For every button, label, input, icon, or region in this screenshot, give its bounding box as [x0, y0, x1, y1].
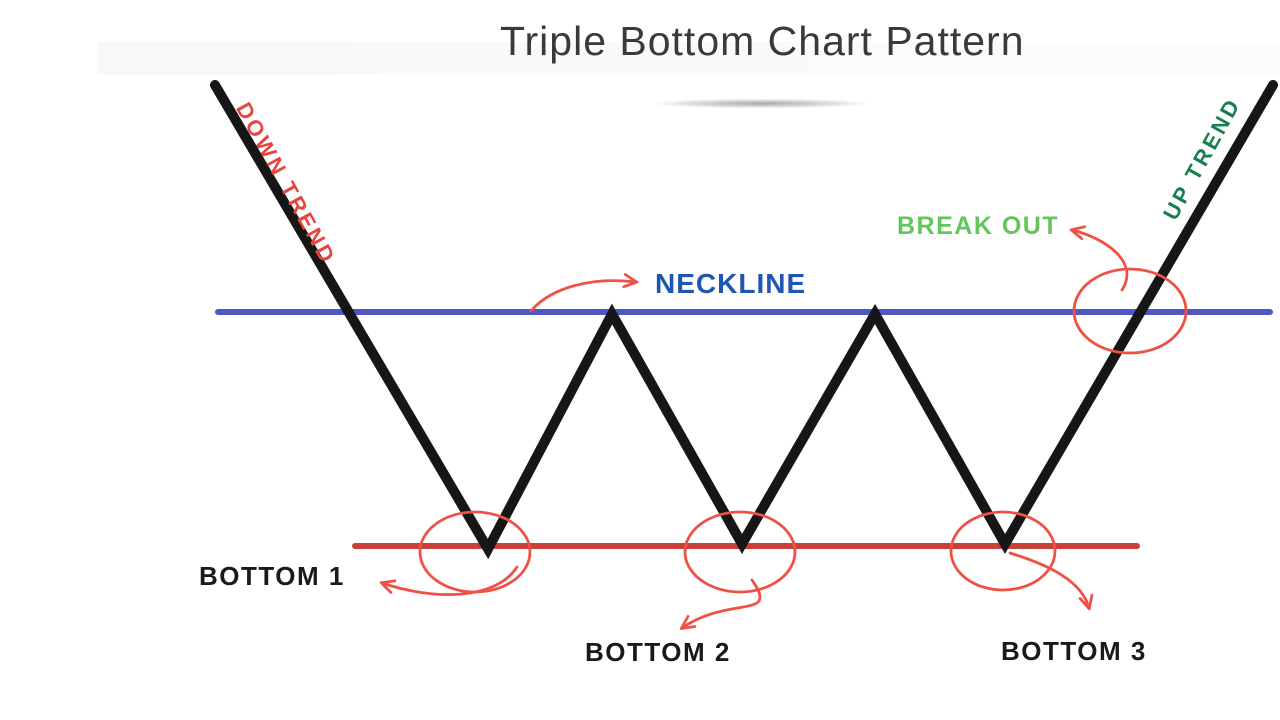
bottom-3-label: BOTTOM 3 [1001, 636, 1147, 666]
bottom-3-arrow [1008, 551, 1089, 608]
breakout-circle [1072, 267, 1188, 355]
neckline-label: NECKLINE [655, 268, 807, 299]
bottom-1-arrow [382, 565, 519, 596]
bottom-1-label: BOTTOM 1 [199, 561, 345, 591]
breakout-arrow [1072, 230, 1129, 292]
bottom-2-label: BOTTOM 2 [585, 637, 731, 667]
break-out-label: BREAK OUT [897, 212, 1060, 240]
page-title: Triple Bottom Chart Pattern [500, 18, 1025, 64]
bottom-1-circle [418, 510, 532, 594]
bottom-3-circle [949, 510, 1057, 592]
bottom-2-arrow [682, 578, 762, 628]
bottom-2-circle [683, 510, 797, 594]
title-shadow [615, 97, 907, 110]
price-zigzag-line [210, 80, 1278, 560]
neckline-arrow [529, 281, 636, 313]
background-band [97, 42, 1280, 75]
